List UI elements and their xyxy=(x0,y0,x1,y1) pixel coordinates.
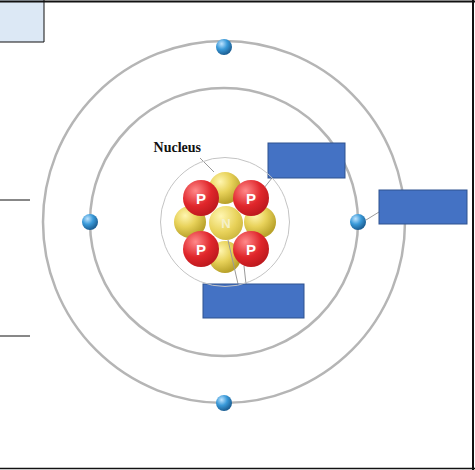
electron xyxy=(216,395,232,411)
particle-symbol: P xyxy=(196,191,206,206)
leader-line xyxy=(244,266,246,284)
table-cell xyxy=(0,0,44,42)
table-line xyxy=(0,200,30,201)
electron xyxy=(82,214,98,230)
blank-label-box xyxy=(268,143,345,178)
leader-line xyxy=(200,158,214,172)
particle-symbol: P xyxy=(246,191,256,206)
frame-line xyxy=(0,1,475,3)
electron xyxy=(350,214,366,230)
particle-symbol: N xyxy=(221,217,230,230)
table-line xyxy=(0,336,30,337)
blank-label-box xyxy=(203,284,304,318)
blank-label-box xyxy=(379,190,467,224)
leader-line xyxy=(366,212,379,220)
nucleus-circle: NucleusPPNPP xyxy=(160,157,290,287)
inner-orbit xyxy=(90,88,358,356)
proton-ball: P xyxy=(233,231,269,267)
table-line xyxy=(0,42,44,43)
particle-symbol: P xyxy=(196,242,206,257)
frame-line xyxy=(0,468,475,470)
nucleus-heading: Nucleus xyxy=(154,140,201,156)
particle-symbol: P xyxy=(246,242,256,257)
table-line xyxy=(44,0,45,42)
frame-line xyxy=(472,0,474,470)
electron xyxy=(216,39,232,55)
proton-ball: P xyxy=(183,231,219,267)
outer-orbit xyxy=(43,41,405,403)
